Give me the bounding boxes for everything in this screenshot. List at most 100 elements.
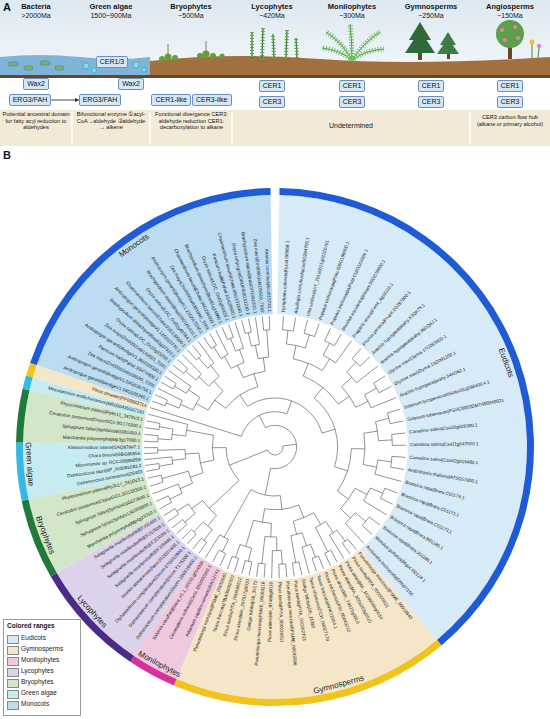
tree-branch [314, 513, 321, 525]
tree-branch [314, 398, 337, 467]
tree-branch [257, 563, 259, 577]
tree-branch [150, 482, 163, 486]
clade-ring [30, 188, 270, 365]
gene-name: ERG3/FAH [13, 95, 48, 105]
tree-branch [185, 453, 199, 454]
function-note: Functional divergence CER3: aldehyde red… [153, 111, 230, 131]
legend-swatch [7, 646, 19, 655]
tree-branch [177, 525, 187, 534]
tree-branch [352, 359, 360, 367]
tree-branch [161, 382, 173, 389]
tree-branch [178, 484, 182, 493]
tree-branch [199, 542, 207, 553]
tree-branch [175, 386, 187, 393]
tree-branch [342, 543, 350, 554]
tree-branch [242, 560, 245, 573]
tree-branch [392, 456, 406, 457]
tree-branch [293, 513, 313, 521]
gene-box: CER3 [339, 96, 366, 108]
tree-branch [392, 445, 406, 446]
tree-branch [248, 333, 251, 346]
tree-branch [323, 343, 329, 355]
tree-branch [175, 509, 179, 515]
tree-branch [363, 465, 376, 468]
tree-branch [187, 350, 196, 360]
tree-branch [182, 529, 192, 539]
tree-branch [158, 388, 182, 400]
tree-branch [292, 562, 299, 563]
tree-branch [329, 535, 343, 558]
tree-branch [340, 509, 350, 518]
tree-branch [220, 553, 226, 565]
tree-branch [181, 404, 193, 410]
tree-branch [315, 324, 320, 337]
tree-branch [144, 441, 158, 443]
tree-branch [193, 397, 200, 410]
gene-box: CER1-like [151, 94, 191, 106]
tree-branch [203, 522, 212, 530]
tree-branch [323, 355, 335, 363]
gene-box: CER3 [497, 96, 524, 108]
tree-branch [222, 327, 228, 340]
tree-branch [390, 421, 403, 424]
tree-branch [374, 383, 380, 392]
tree-branch [302, 533, 306, 546]
tree-branch [263, 358, 265, 372]
legend-title: Colored ranges [7, 622, 77, 630]
gene-name: CER3 [501, 97, 520, 107]
gene-name: CER3-like [196, 95, 228, 105]
tree-branch [360, 357, 370, 366]
tree-branch [216, 330, 228, 354]
tree-branch [235, 545, 240, 558]
clade-label: Monocots [117, 232, 151, 259]
function-note: Bifunctional enzyme ①acyl-CoA→aldehyde ②… [74, 111, 148, 131]
tree-branch [249, 319, 252, 332]
tree-branch [241, 412, 287, 437]
tree-branch [299, 505, 304, 518]
divergence-age: ~300Ma [312, 12, 392, 20]
divergence-age: ~150Ma [470, 12, 550, 20]
tree-branch [376, 418, 389, 421]
tree-branch [371, 398, 396, 408]
clade-label: Gymnosperms [312, 674, 365, 696]
tree-branch [364, 488, 371, 501]
clade-ring [174, 640, 442, 706]
tree-branch [342, 387, 356, 408]
tree-branch [203, 501, 217, 516]
gene-label: Klebsormidium nitens|GAQ87997.1 [36, 445, 140, 452]
tree-branch [188, 504, 195, 513]
tree-branch [364, 431, 378, 433]
clade-ring [16, 389, 29, 443]
divergence-age: ~250Ma [392, 12, 470, 20]
tree-branch [160, 502, 172, 508]
tree-branch [337, 491, 348, 499]
tree-branch [230, 338, 235, 351]
tree-branch [173, 365, 184, 374]
tree-branch [210, 333, 217, 345]
tree-branch [144, 452, 158, 454]
tree-branch [293, 345, 296, 358]
tree-branch [375, 460, 378, 474]
tree-branch [391, 467, 404, 469]
legend-text: Green algae [21, 689, 57, 697]
tree-branch [159, 424, 160, 430]
legend-text: Gymnosperms [21, 645, 63, 653]
tree-branch [251, 490, 280, 496]
legend-swatch [7, 701, 19, 710]
tree-branch [156, 496, 168, 502]
tree-branch [230, 450, 268, 465]
divergence-age: ~500Ma [150, 12, 232, 20]
tree-branch [355, 488, 367, 494]
panel-letter: B [3, 149, 15, 162]
tree-branch [185, 450, 187, 459]
tree-branch [214, 381, 223, 391]
arrow-connector [51, 100, 78, 101]
gene-box: ERG3/FAH [9, 94, 52, 106]
tree-branch [145, 428, 159, 430]
tree-branch [215, 400, 226, 408]
tree-branch [370, 488, 383, 493]
tree-branch [185, 513, 196, 522]
tree-branch [311, 544, 316, 557]
tree-branch [259, 415, 265, 427]
legend-text: Eudicots [21, 634, 46, 642]
